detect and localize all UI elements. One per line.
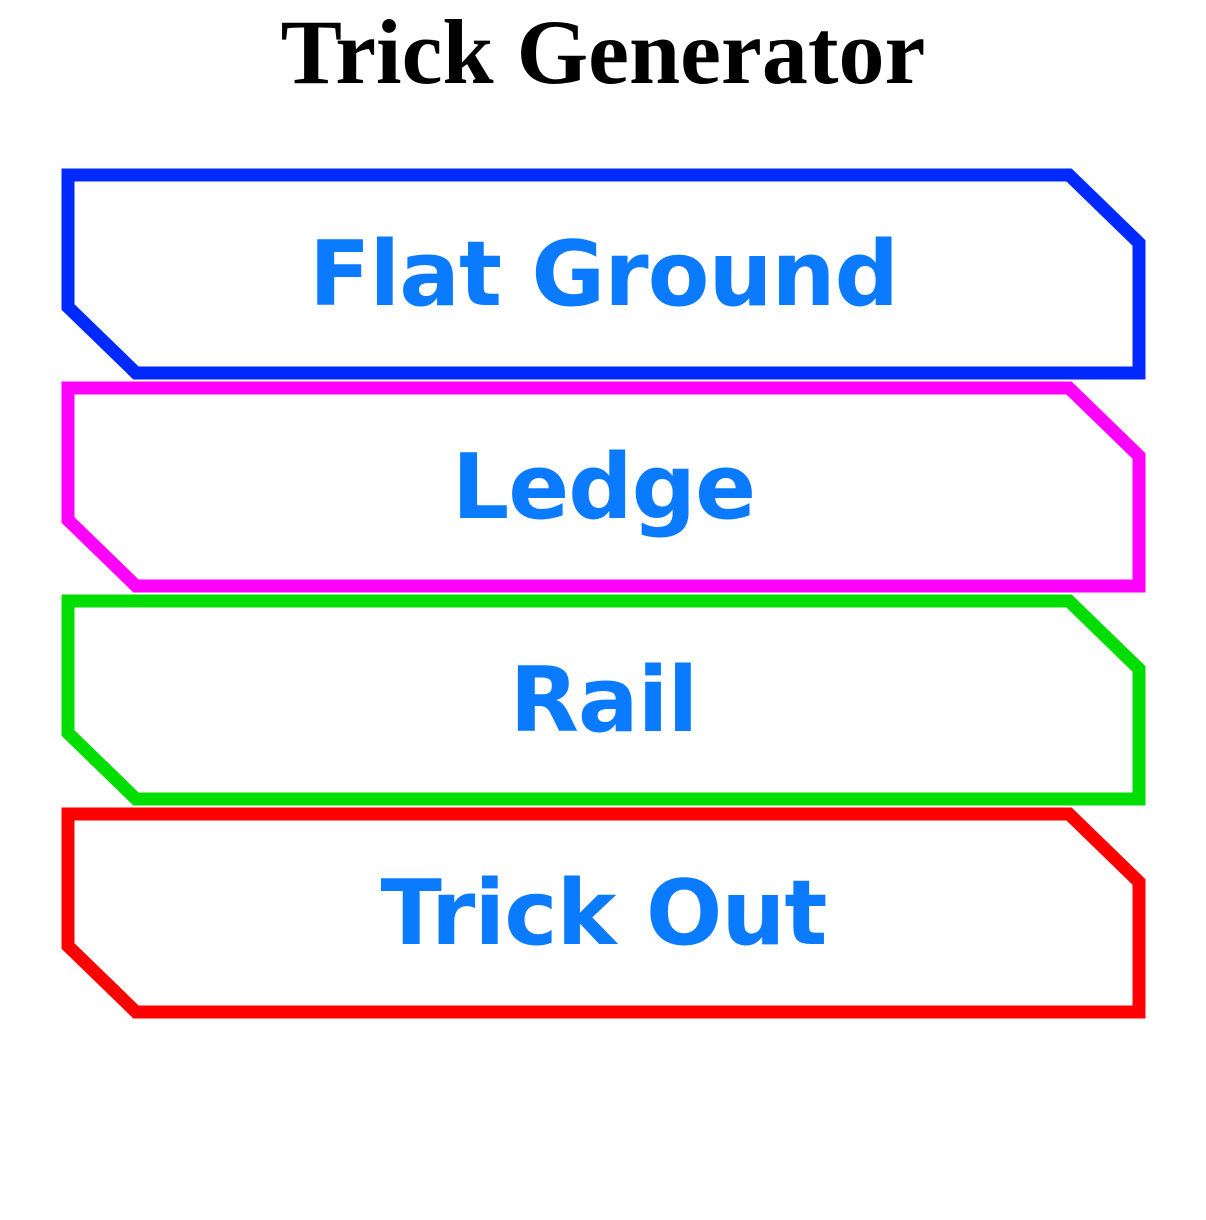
ledge-button-label: Ledge (451, 434, 756, 540)
flat-ground-button[interactable]: Flat Ground (61, 168, 1146, 380)
rail-button-frame (61, 594, 1146, 806)
flat-ground-button-label: Flat Ground (308, 221, 899, 327)
flat-ground-button-frame (61, 168, 1146, 380)
ledge-button-frame (61, 381, 1146, 593)
rail-button[interactable]: Rail (61, 594, 1146, 806)
page-title: Trick Generator (280, 1, 926, 103)
trick-out-button-frame (61, 807, 1146, 1019)
rail-button-label: Rail (509, 647, 699, 753)
ledge-button[interactable]: Ledge (61, 381, 1146, 593)
trick-out-button[interactable]: Trick Out (61, 807, 1146, 1019)
trick-out-button-label: Trick Out (380, 860, 828, 966)
